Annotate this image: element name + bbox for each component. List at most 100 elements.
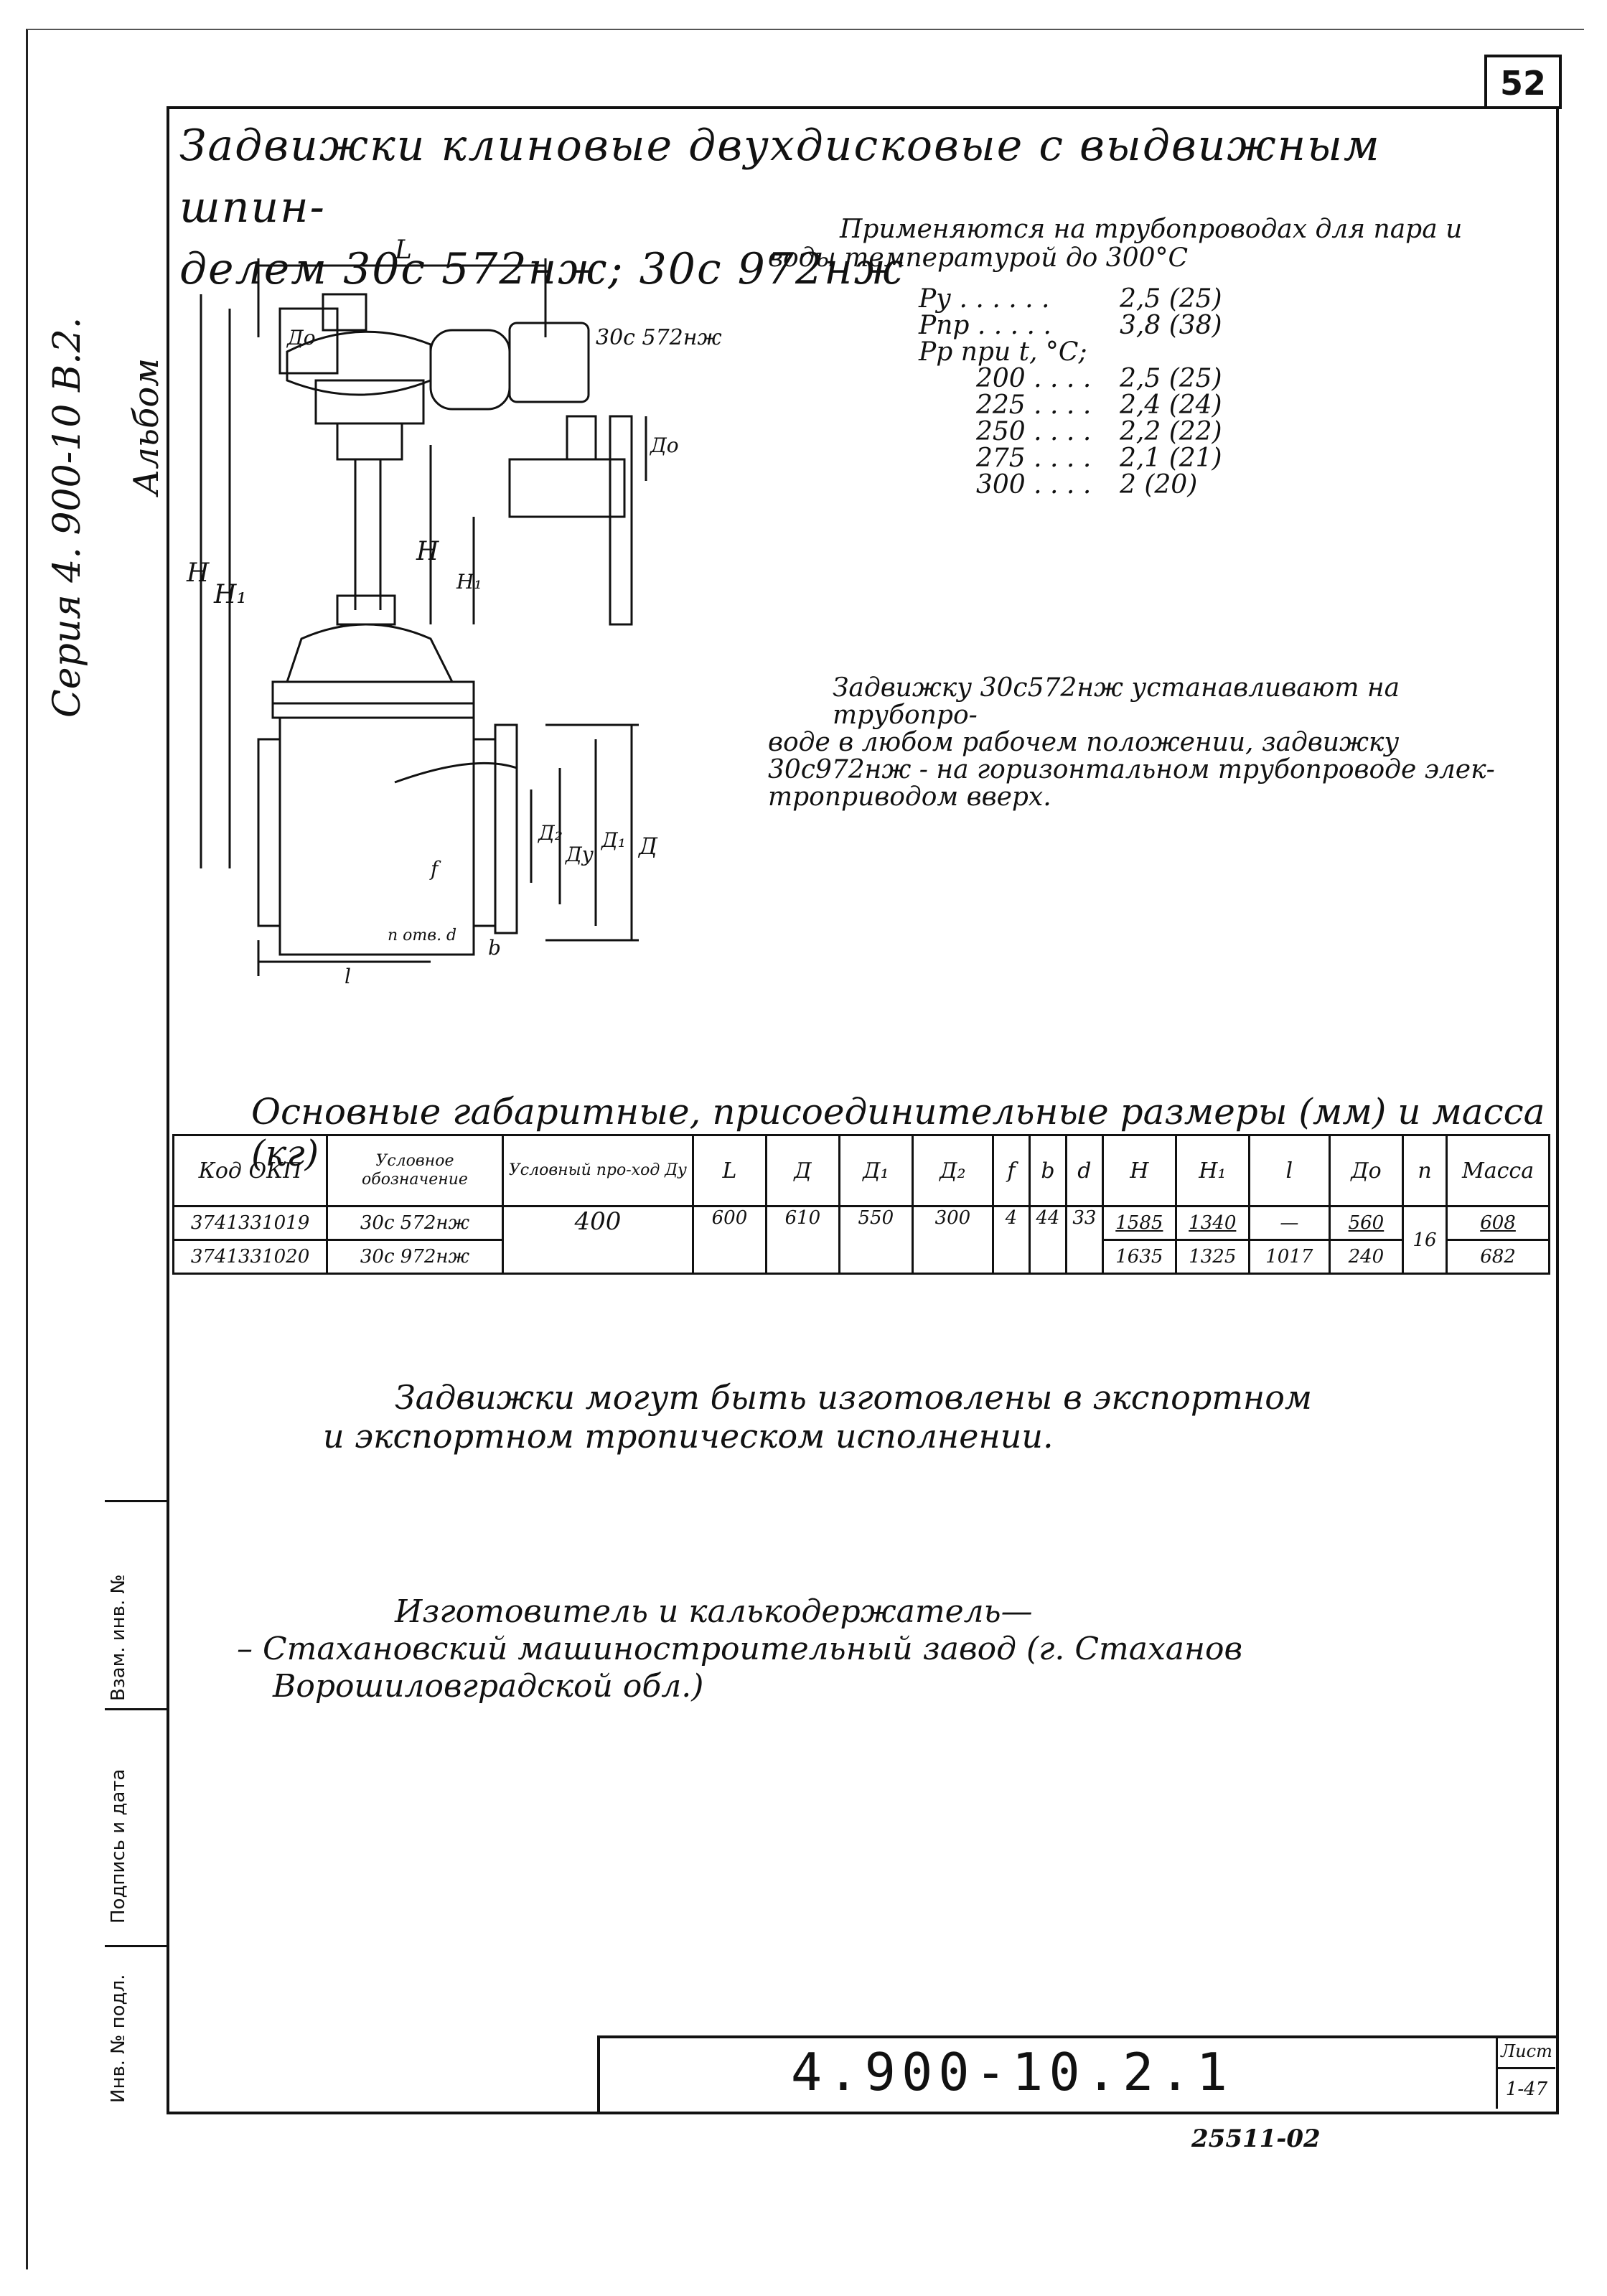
manufacturer-line-2: – Стахановский машиностроительный завод … [237, 1631, 1243, 1667]
export-line-1: Задвижки могут быть изготовлены в экспор… [395, 1378, 1313, 1417]
cell-f: 4 [991, 1205, 1031, 1275]
cell-D2: 300 [911, 1205, 994, 1275]
manufacturer-line-3: Ворошиловградской обл.) [273, 1668, 704, 1705]
table-row: 3741331020 30с 972нж 1635 1325 1017 240 … [172, 1239, 1550, 1275]
application-line-2: воды температурой до 300°С [768, 243, 1189, 273]
cell-H: 1635 [1101, 1239, 1177, 1275]
dim-b-label: b [488, 936, 501, 960]
col-Do: Дo [1328, 1134, 1404, 1207]
sheet-label: Лист [1498, 2035, 1555, 2069]
col-H1: H₁ [1174, 1134, 1250, 1207]
page-title: Задвижки клиновые двухдисковые с выдвижн… [179, 115, 1529, 300]
cell-mass: 682 [1446, 1239, 1550, 1275]
table-header-row: Код ОКП Условное обозначение Условный пр… [172, 1134, 1550, 1207]
install-line-3: 30с972нж - на горизонтальном трубопровод… [768, 755, 1495, 784]
cell-name: 30с 572нж [326, 1205, 504, 1241]
install-line-4: троприводом вверх. [768, 782, 1051, 812]
col-designation: Условное обозначение [326, 1134, 504, 1207]
cell-d: 33 [1064, 1205, 1104, 1275]
cell-l: — [1247, 1205, 1331, 1241]
manufacturer-line-1: Изготовитель и калькодержатель— [395, 1593, 1033, 1630]
cell-n: 16 [1401, 1205, 1448, 1275]
cell-b: 44 [1028, 1205, 1067, 1275]
approval-strip [105, 1500, 169, 2109]
param-row: Pр при t, °С; [919, 337, 1087, 367]
cell-okp: 3741331019 [172, 1205, 329, 1241]
param-row: 225 . . . .2,4 (24) [976, 390, 1222, 420]
cell-l: 1017 [1247, 1239, 1331, 1275]
model-label: 30с 572нж [596, 325, 722, 350]
dim-l-label: l [345, 965, 351, 988]
replace-inv-label: Взам. инв. № [108, 1574, 129, 1701]
application-line-1: Применяются на трубопроводах для пара и [840, 215, 1463, 244]
inv-no-label: Инв. № подл. [108, 1974, 129, 2103]
page-number: 52 [1484, 55, 1562, 109]
col-mass: Масса [1446, 1134, 1550, 1207]
dim-f-label: f [429, 857, 441, 881]
series-label: Серия 4. 900-10 В.2. [46, 317, 89, 718]
install-line-2: воде в любом рабочем положении, задвижку [768, 728, 1400, 757]
col-H: H [1101, 1134, 1177, 1207]
cell-dy: 400 [501, 1205, 694, 1275]
cell-Do: 560 [1328, 1205, 1404, 1241]
cell-H1: 1340 [1174, 1205, 1250, 1241]
pressure-params: Pу . . . . . .2,5 (25) Pпр . . . . .3,8 … [919, 286, 1222, 498]
outer-border [26, 29, 1584, 2269]
title-line-2: делем 30с 572нж; 30с 972нж [179, 244, 904, 294]
cell-H: 1585 [1101, 1205, 1177, 1241]
valve-drawing: L 30с 572нж H H₁ Дo H H₁ Дo Д₂ Ду Д₁ Д f… [186, 237, 722, 988]
dim-H1-label: H₁ [213, 580, 247, 609]
param-row: 250 . . . .2,2 (22) [976, 417, 1222, 446]
col-D1: Д₁ [838, 1134, 914, 1207]
document-code: 4.900-10.2.1 [790, 2042, 1234, 2102]
title-block [597, 2035, 1556, 2112]
album-label: Альбом [126, 357, 167, 495]
param-row: Pпр . . . . .3,8 (38) [919, 311, 1222, 340]
manufacturer-note: Изготовитель и калькодержатель— – Стахан… [237, 1593, 1242, 1705]
install-note: Задвижку 30с572нж устанавливают на трубо… [768, 675, 1536, 811]
sheet-box: Лист 1-47 [1496, 2035, 1555, 2109]
cell-D: 610 [764, 1205, 840, 1275]
col-l: l [1247, 1134, 1331, 1207]
table-row: 3741331019 30с 572нж 400 600 610 550 300… [172, 1205, 1550, 1275]
col-d: d [1064, 1134, 1104, 1207]
col-okp: Код ОКП [172, 1134, 329, 1207]
cell-okp: 3741331020 [172, 1239, 329, 1275]
col-dy: Условный про-ход Ду [501, 1134, 694, 1207]
cell-name: 30с 972нж [326, 1239, 504, 1275]
side-Do-label: Дo [649, 434, 679, 457]
cell-L: 600 [691, 1205, 767, 1275]
cell-D1: 550 [838, 1205, 914, 1275]
title-line-1: Задвижки клиновые двухдисковые с выдвижн… [179, 121, 1381, 233]
side-H-label: H [416, 537, 439, 566]
holes-label: n отв. d [388, 927, 456, 945]
dim-Dy-label: Ду [564, 843, 594, 866]
dim-L-label: L [394, 237, 412, 265]
dim-H-label: H [186, 558, 210, 588]
sheet-value: 1-47 [1505, 2079, 1548, 2100]
cell-mass: 608 [1446, 1205, 1550, 1241]
cell-Do: 240 [1328, 1239, 1404, 1275]
param-row: 275 . . . .2,1 (21) [976, 444, 1222, 473]
col-f: f [991, 1134, 1031, 1207]
signature-label: Подпись и дата [108, 1768, 129, 1924]
col-D: Д [764, 1134, 840, 1207]
dim-D-label: Д [637, 833, 658, 860]
param-row: Pу . . . . . .2,5 (25) [919, 284, 1222, 314]
dim-Do-label: Дo [286, 326, 316, 350]
application-text: Применяются на трубопроводах для пара и … [768, 215, 1536, 273]
side-H1-label: H₁ [456, 570, 482, 594]
col-n: n [1401, 1134, 1448, 1207]
col-L: L [691, 1134, 767, 1207]
col-b: b [1028, 1134, 1067, 1207]
col-D2: Д₂ [911, 1134, 994, 1207]
archive-stamp: 25511-02 [1191, 2124, 1321, 2153]
dim-D2-label: Д₂ [537, 821, 563, 845]
dim-D1-label: Д₁ [600, 828, 626, 852]
param-row: 200 . . . .2,5 (25) [976, 364, 1222, 393]
param-row: 300 . . . .2 (20) [976, 470, 1198, 500]
export-note: Задвижки могут быть изготовлены в экспор… [323, 1378, 1312, 1456]
spec-table: Код ОКП Условное обозначение Условный пр… [172, 1134, 1550, 1275]
drawing-frame [167, 106, 1559, 2114]
install-line-1: Задвижку 30с572нж устанавливают на трубо… [833, 673, 1400, 730]
